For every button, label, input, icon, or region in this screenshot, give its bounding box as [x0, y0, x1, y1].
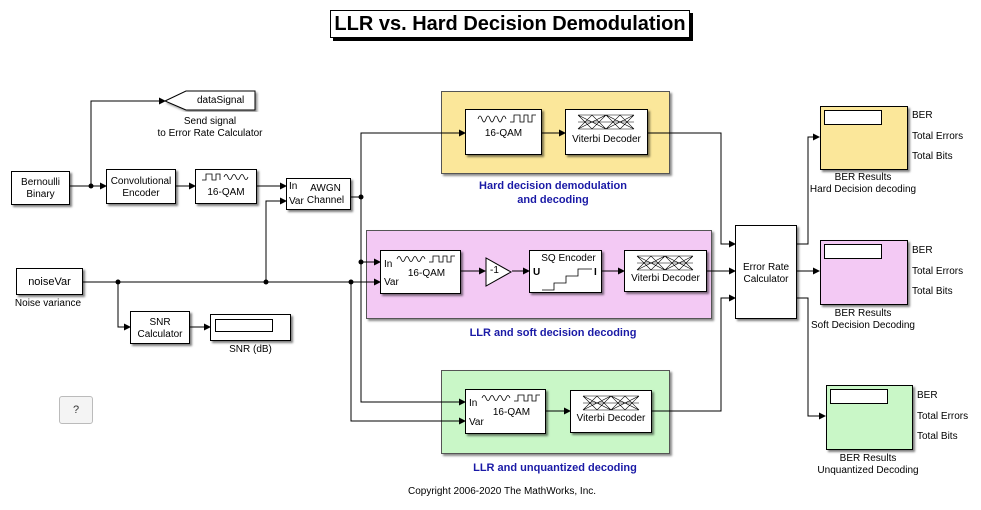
demodulator-waveform-icon — [477, 114, 536, 123]
ber-display-hard — [824, 110, 882, 125]
data-signal-goto[interactable] — [164, 90, 260, 112]
soft-area-label: LLR and soft decision decoding — [469, 327, 637, 339]
demodulator-waveform-icon — [396, 255, 455, 263]
unquantized-area-label: LLR and unquantized decoding — [473, 462, 637, 474]
awgn-channel-block[interactable]: In Var AWGN Channel — [286, 178, 351, 210]
snr-display-caption: SNR (dB) — [229, 344, 272, 355]
ber-display-unquantized — [830, 389, 888, 404]
soft-qam-demodulator-block[interactable]: In Var 16-QAM — [380, 250, 461, 294]
trellis-icon — [577, 114, 635, 130]
soft-viterbi-decoder-block[interactable]: Viterbi Decoder — [624, 250, 707, 292]
staircase-icon — [542, 268, 592, 291]
ber-soft-row-errors: Total Errors — [912, 266, 964, 277]
copyright-text: Copyright 2006-2020 The MathWorks, Inc. — [407, 486, 597, 497]
ber-unquantized-row-bits: Total Bits — [917, 431, 958, 442]
gain-value: -1 — [490, 265, 499, 276]
ber-unquantized-row-ber: BER — [917, 390, 938, 401]
ber-display-soft — [824, 244, 882, 259]
trellis-icon — [582, 395, 640, 411]
unquantized-qam-demodulator-block[interactable]: In Var 16-QAM — [465, 389, 546, 434]
noise-variance-block[interactable]: noiseVar — [16, 268, 83, 295]
snr-display-field — [215, 319, 273, 332]
ber-hard-row-ber: BER — [912, 110, 933, 121]
data-signal-caption: Send signal to Error Rate Calculator — [157, 116, 263, 139]
noise-variance-caption: Noise variance — [14, 298, 82, 309]
ber-soft-row-ber: BER — [912, 245, 933, 256]
snr-calculator-block[interactable]: SNR Calculator — [130, 311, 190, 344]
trellis-icon — [636, 255, 694, 271]
hard-area-label: Hard decision demodulation and decoding — [479, 180, 627, 206]
modulator-waveform-icon — [202, 173, 249, 181]
ber-unquantized-row-errors: Total Errors — [917, 411, 969, 422]
ber-soft-row-bits: Total Bits — [912, 286, 953, 297]
data-signal-label: dataSignal — [197, 95, 245, 106]
hard-qam-demodulator-block[interactable]: 16-QAM — [465, 109, 542, 155]
ber-hard-caption: BER Results Hard Decision decoding — [809, 172, 917, 195]
bernoulli-binary-block[interactable]: Bernoulli Binary — [11, 171, 70, 205]
demodulator-waveform-icon — [481, 394, 540, 402]
snr-display-block[interactable] — [210, 314, 291, 341]
hard-viterbi-decoder-block[interactable]: Viterbi Decoder — [565, 109, 648, 155]
qam-modulator-block[interactable]: 16-QAM — [195, 169, 257, 204]
convolutional-encoder-block[interactable]: Convolutional Encoder — [106, 169, 176, 204]
error-rate-calculator-block[interactable]: Error Rate Calculator — [735, 225, 797, 319]
unquantized-viterbi-decoder-block[interactable]: Viterbi Decoder — [570, 390, 652, 433]
gain-block — [485, 257, 513, 287]
help-button[interactable]: ? — [59, 396, 93, 424]
ber-unquantized-caption: BER Results Unquantized Decoding — [817, 453, 919, 476]
ber-hard-row-bits: Total Bits — [912, 151, 953, 162]
page-title: LLR vs. Hard Decision Demodulation — [330, 10, 690, 38]
ber-soft-caption: BER Results Soft Decision Decoding — [811, 308, 915, 331]
sq-encoder-block[interactable]: SQ Encoder U I — [529, 250, 602, 293]
ber-hard-row-errors: Total Errors — [912, 131, 964, 142]
